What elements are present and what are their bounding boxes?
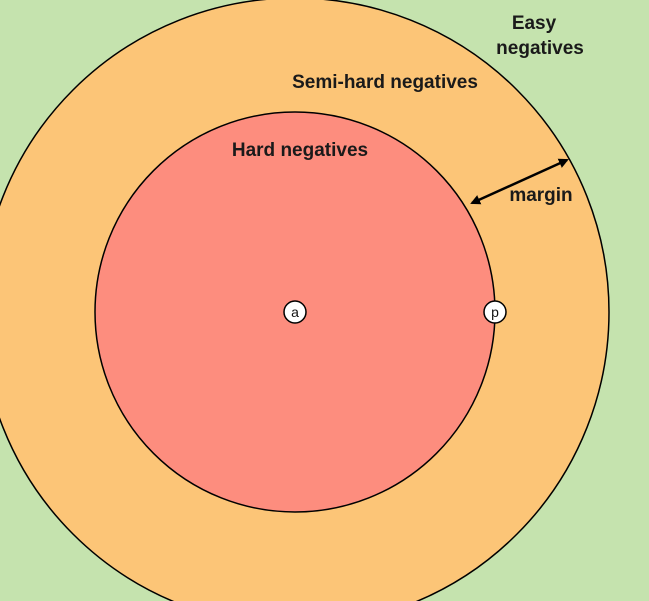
anchor-point: a <box>283 300 307 324</box>
easy-negatives-label-line1: Easy <box>512 13 557 34</box>
margin-label: margin <box>509 185 572 206</box>
positive-point-label: p <box>491 304 499 320</box>
easy-negatives-label-line2: negatives <box>496 38 584 59</box>
hard-negatives-label: Hard negatives <box>232 140 368 161</box>
positive-point: p <box>483 300 507 324</box>
margin-arrow <box>470 158 569 205</box>
anchor-point-label: a <box>291 304 299 320</box>
semi-hard-negatives-label: Semi-hard negatives <box>292 72 478 93</box>
